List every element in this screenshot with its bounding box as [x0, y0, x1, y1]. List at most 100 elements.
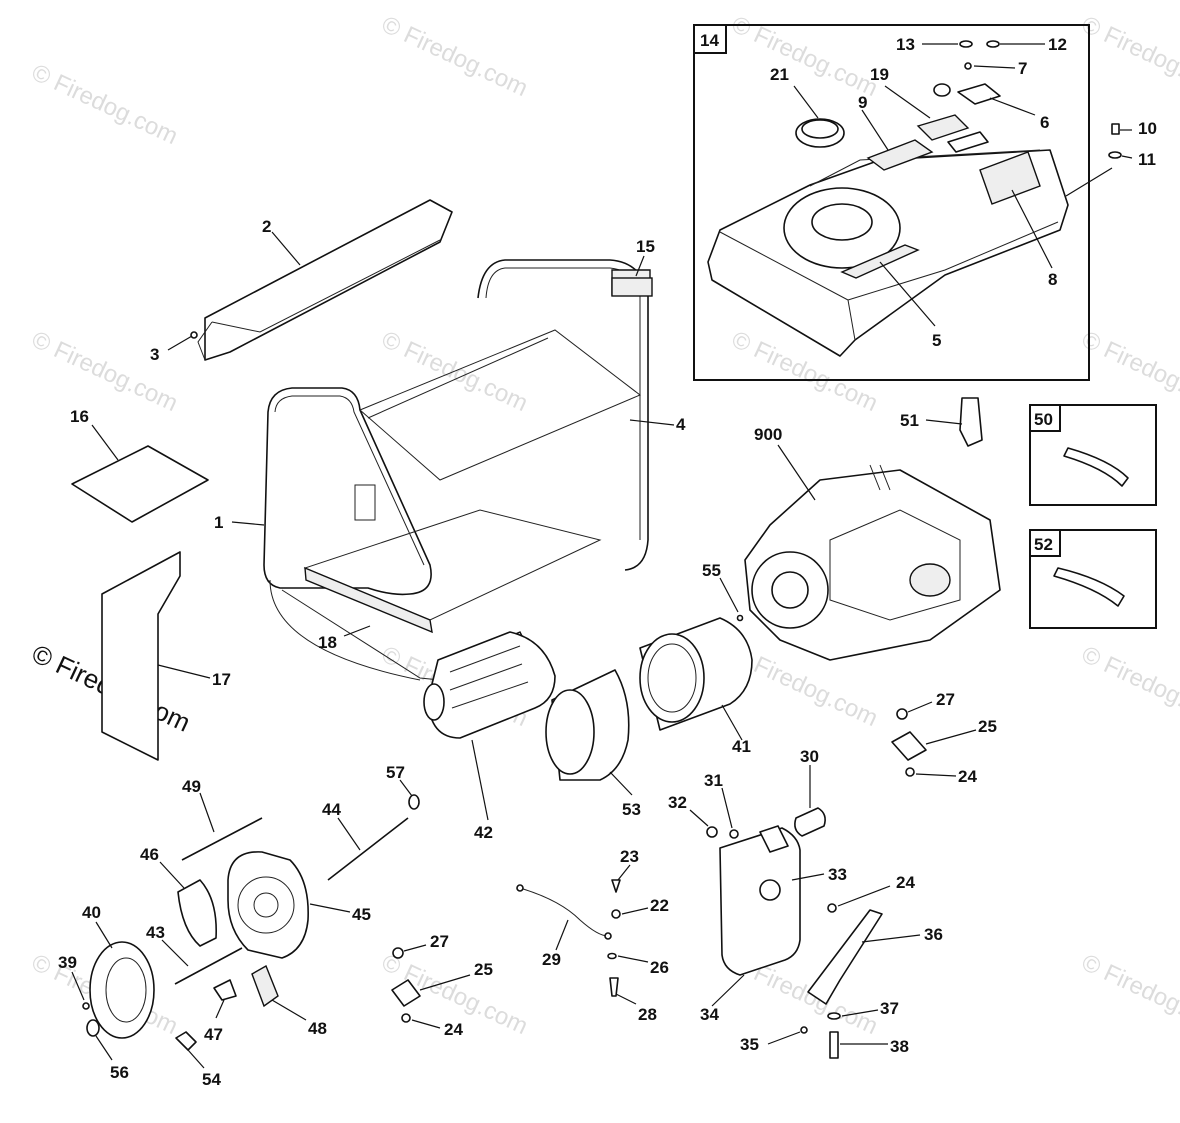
label-18: 18 — [318, 633, 337, 652]
label-48: 48 — [308, 1019, 327, 1038]
label-56: 56 — [110, 1063, 129, 1082]
label-31: 31 — [704, 771, 723, 790]
washer-12 — [986, 40, 1000, 48]
rotor: 42 57 — [386, 631, 556, 842]
label-53: 53 — [622, 800, 641, 819]
label-17: 17 — [212, 670, 231, 689]
hose-52: 52 — [1029, 529, 1157, 629]
label-28: 28 — [638, 1005, 657, 1024]
label-27b: 27 — [936, 690, 955, 709]
small-parts-left: 39 56 54 47 48 — [58, 953, 327, 1089]
label-39: 39 — [58, 953, 77, 972]
gauge-bracket — [957, 83, 1001, 105]
watermark-7: © Firedog.com — [727, 326, 881, 417]
label-33: 33 — [828, 865, 847, 884]
fuel-tank-box — [693, 24, 1090, 381]
label-55: 55 — [702, 561, 721, 580]
label-41: 41 — [732, 737, 751, 756]
end-bell: 45 — [227, 851, 371, 959]
screw-7 — [964, 62, 972, 70]
label-49: 49 — [182, 777, 201, 796]
ground-wire: 29 23 22 26 28 — [516, 847, 669, 1024]
label-16: 16 — [70, 407, 89, 426]
nut-10 — [1111, 123, 1120, 135]
label-14: 14 — [700, 31, 719, 50]
watermark-5: © Firedog.com — [27, 326, 181, 417]
mount-right: 27 25 24 — [891, 690, 997, 786]
part-16-plate: 16 — [70, 407, 209, 523]
hose-50: 50 — [1029, 404, 1157, 506]
label-43: 43 — [146, 923, 165, 942]
washer-13 — [959, 40, 973, 48]
label-21: 21 — [770, 65, 789, 84]
label-24c: 24 — [896, 873, 915, 892]
washer-11 — [1108, 151, 1122, 159]
watermark-2: © Firedog.com — [377, 11, 531, 102]
label-36: 36 — [924, 925, 943, 944]
label-35: 35 — [740, 1035, 759, 1054]
rod-49: 49 — [181, 777, 263, 861]
label-24b: 24 — [958, 767, 977, 786]
label-51: 51 — [900, 411, 919, 430]
watermark-4: © Firedog.com — [1077, 11, 1180, 102]
label-13: 13 — [896, 35, 915, 54]
label-19: 19 — [870, 65, 889, 84]
label-29: 29 — [542, 950, 561, 969]
label-46: 46 — [140, 845, 159, 864]
label-47: 47 — [204, 1025, 223, 1044]
watermark-1: © Firedog.com — [27, 59, 181, 150]
label-54: 54 — [202, 1070, 221, 1089]
label-6: 6 — [1040, 113, 1049, 132]
decal-5 — [840, 244, 920, 279]
label-34: 34 — [700, 1005, 719, 1024]
part-17-panel: 17 — [101, 551, 231, 761]
label-25a: 25 — [474, 960, 493, 979]
label-32: 32 — [668, 793, 687, 812]
label-42: 42 — [474, 823, 493, 842]
label-30: 30 — [800, 747, 819, 766]
engine: 900 51 55 — [702, 397, 1001, 661]
label-45: 45 — [352, 905, 371, 924]
decal-19 — [916, 114, 970, 141]
through-bolt: 44 — [322, 800, 409, 881]
label-15: 15 — [636, 237, 655, 256]
gauge-float — [933, 83, 951, 97]
label-52: 52 — [1034, 535, 1053, 554]
label-23: 23 — [620, 847, 639, 866]
watermark-11: © Firedog.com — [1077, 641, 1180, 732]
label-900: 900 — [754, 425, 782, 444]
label-9: 9 — [858, 93, 867, 112]
fuel-tank-group: 14 — [693, 24, 1157, 381]
label-4: 4 — [676, 415, 686, 434]
label-11: 11 — [1138, 150, 1156, 169]
watermark-8: © Firedog.com — [1077, 326, 1180, 417]
end-cover: 40 — [82, 903, 155, 1039]
label-10: 10 — [1138, 119, 1157, 138]
label-44: 44 — [322, 800, 341, 819]
label-8: 8 — [1048, 270, 1057, 289]
label-1: 1 — [214, 513, 223, 532]
decal-9 — [866, 139, 934, 171]
label-25b: 25 — [978, 717, 997, 736]
label-50: 50 — [1034, 410, 1053, 429]
label-27a: 27 — [430, 932, 449, 951]
rod-43: 43 — [146, 923, 243, 985]
label-57: 57 — [386, 763, 405, 782]
muffler-bracket: 36 24 37 38 35 — [740, 873, 943, 1059]
muffler: 33 34 30 31 32 — [668, 747, 847, 1024]
label-5: 5 — [932, 331, 941, 350]
label-24a: 24 — [444, 1020, 463, 1039]
part-46: 46 — [140, 845, 217, 947]
label-box-14 — [693, 24, 727, 54]
watermark-15: © Firedog.com — [1077, 949, 1180, 1040]
label-37: 37 — [880, 999, 899, 1018]
label-38: 38 — [890, 1037, 909, 1056]
label-7: 7 — [1018, 59, 1027, 78]
label-2: 2 — [262, 217, 271, 236]
part-2-channel: 2 3 — [150, 199, 453, 364]
decal-8 — [979, 151, 1041, 205]
mount-left: 27 25 24 — [391, 932, 493, 1039]
label-40: 40 — [82, 903, 101, 922]
fuel-gauge — [947, 131, 989, 153]
label-3: 3 — [150, 345, 159, 364]
